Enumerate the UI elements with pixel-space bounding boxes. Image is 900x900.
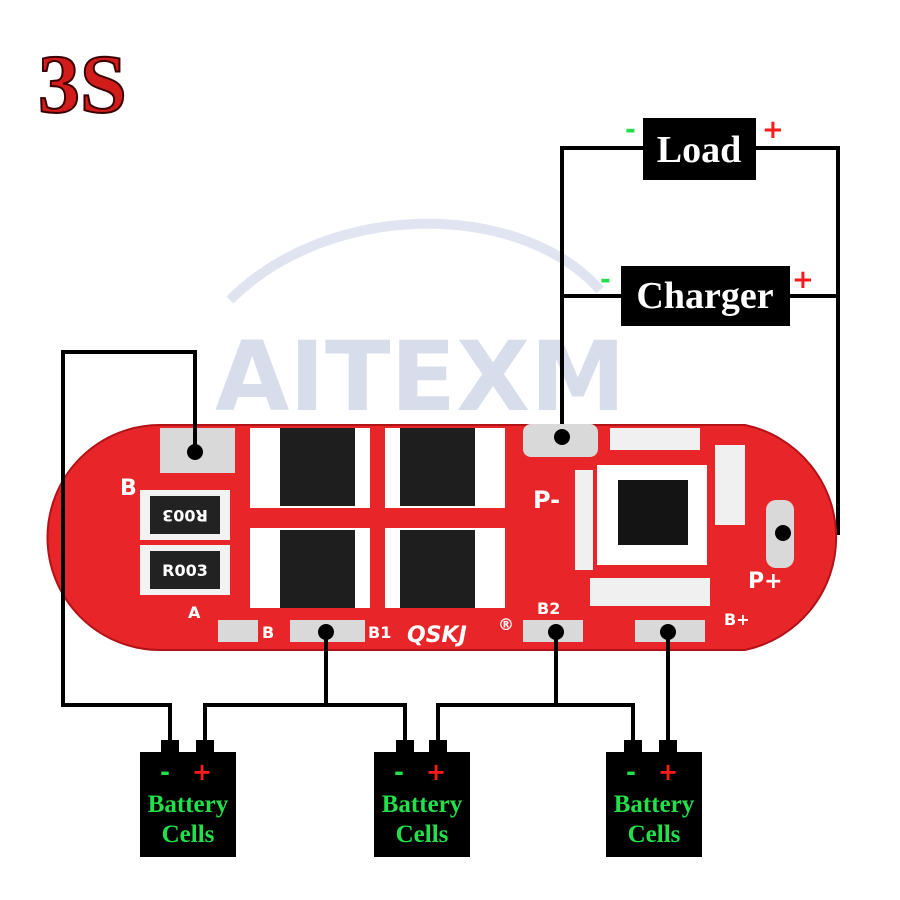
- board-label-b: B: [120, 476, 137, 501]
- battery-3-line2: Cells: [628, 821, 681, 848]
- battery-1-negative: -: [160, 758, 170, 786]
- load-label: Load: [657, 129, 741, 171]
- mosfets: [250, 428, 505, 608]
- battery-wiring: [61, 350, 670, 745]
- board-registered-mark: ®: [498, 615, 514, 634]
- resistor-1-label: R003: [162, 506, 208, 525]
- charger-label: Charger: [636, 275, 773, 317]
- battery-2-line2: Cells: [396, 821, 449, 848]
- watermark: AITEXM: [215, 218, 626, 433]
- charger-positive-sign: +: [792, 265, 814, 295]
- board-label-b1: B1: [368, 623, 391, 642]
- board-label-b2: B2: [537, 599, 560, 618]
- battery-cell-1: - + Battery Cells: [140, 740, 236, 857]
- battery-2-negative: -: [394, 758, 404, 786]
- battery-2-positive: +: [426, 758, 446, 786]
- dot-p-minus: [554, 429, 570, 445]
- board-brand: QSKJ: [407, 623, 467, 648]
- pad-b-bottom: [218, 620, 258, 642]
- battery-1-positive: +: [192, 758, 212, 786]
- resistor-2-label: R003: [162, 561, 208, 580]
- load-negative-sign: -: [625, 115, 636, 145]
- battery-1-line2: Cells: [162, 821, 215, 848]
- charger-box: Charger - +: [600, 265, 814, 326]
- charger-negative-sign: -: [600, 265, 611, 295]
- watermark-text: AITEXM: [215, 321, 626, 433]
- bms-board: R003 R003 B A: [46, 424, 838, 651]
- battery-cell-2: - + Battery Cells: [374, 740, 470, 857]
- board-label-b-plus: B+: [724, 610, 750, 629]
- board-label-p-plus: P+: [748, 569, 783, 594]
- board-label-b-bottom: B: [262, 623, 274, 642]
- dot-p-plus: [775, 525, 791, 541]
- page-title: 3S: [38, 38, 127, 131]
- battery-3-line1: Battery: [614, 791, 695, 818]
- board-label-a: A: [188, 603, 201, 622]
- load-positive-sign: +: [762, 115, 784, 145]
- battery-1-line1: Battery: [148, 791, 229, 818]
- battery-3-negative: -: [626, 758, 636, 786]
- board-label-p-minus: P-: [533, 486, 560, 514]
- load-box: Load - +: [625, 115, 784, 180]
- battery-3-positive: +: [658, 758, 678, 786]
- battery-2-line1: Battery: [382, 791, 463, 818]
- battery-cell-3: - + Battery Cells: [606, 740, 702, 857]
